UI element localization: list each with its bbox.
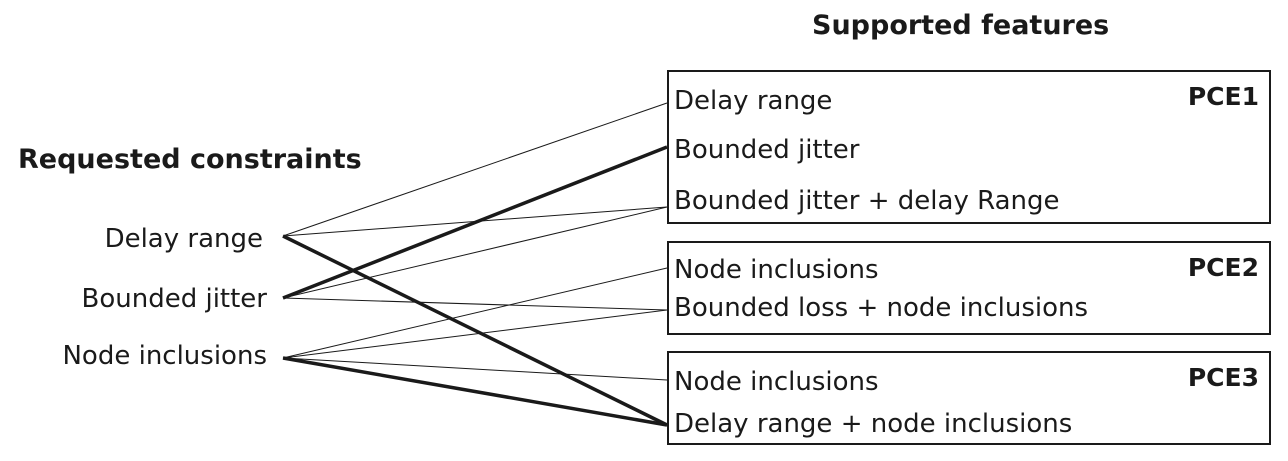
pce1-feature-bounded-jitter: Bounded jitter [674, 135, 860, 165]
pce1-feature-delay-range: Delay range [674, 86, 833, 116]
constraint-bounded-jitter: Bounded jitter [81, 284, 268, 314]
pce1-label: PCE1 [1187, 82, 1259, 111]
requested-constraints-heading: Requested constraints [18, 144, 362, 175]
pce3-feature-delay-range-node-inclusions: Delay range + node inclusions [674, 409, 1073, 439]
link-0 [282, 102, 668, 237]
pce3-box: PCE3 Node inclusions Delay range + node … [667, 351, 1271, 445]
pce1-feature-bounded-jitter-delay-range: Bounded jitter + delay Range [674, 186, 1060, 216]
link-8 [282, 357, 668, 381]
selected-link-9 [282, 356, 668, 427]
pce2-box: PCE2 Node inclusions Bounded loss + node… [667, 241, 1271, 335]
link-7 [282, 309, 668, 359]
pce3-label: PCE3 [1187, 363, 1259, 392]
link-4 [282, 206, 668, 299]
constraint-node-inclusions: Node inclusions [62, 341, 267, 371]
selected-link-2 [282, 234, 668, 427]
pce2-label: PCE2 [1187, 253, 1259, 282]
selected-link-3 [282, 145, 668, 300]
pce1-box: PCE1 Delay range Bounded jitter Bounded … [667, 70, 1271, 224]
link-5 [282, 297, 668, 311]
constraint-delay-range: Delay range [104, 224, 263, 254]
pce2-feature-bounded-loss-node-inclusions: Bounded loss + node inclusions [674, 293, 1089, 323]
pce3-feature-node-inclusions: Node inclusions [674, 367, 879, 397]
supported-features-heading: Supported features [812, 10, 1110, 41]
pce2-feature-node-inclusions: Node inclusions [674, 255, 879, 285]
link-6 [282, 267, 668, 359]
